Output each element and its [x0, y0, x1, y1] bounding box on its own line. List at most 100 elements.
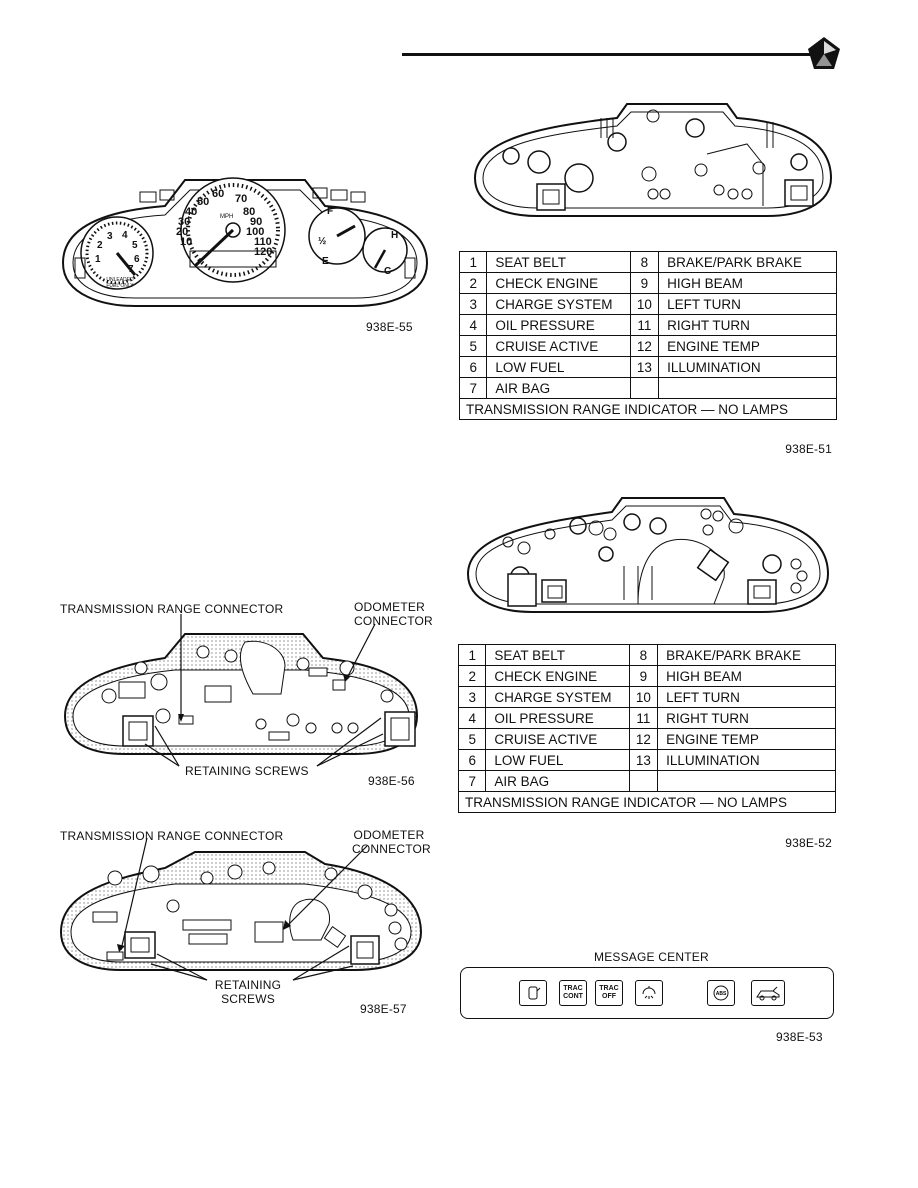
retaining-screws-label-56: RETAINING SCREWS: [185, 764, 309, 778]
speedo-tick-100: 100: [246, 226, 265, 238]
speedo-tick-90: 90: [250, 216, 263, 228]
lamp-number: 11: [629, 314, 660, 336]
lamp-number: 4: [458, 314, 488, 336]
message-center-panel: TRAC CONT TRAC OFF ABS: [460, 967, 834, 1019]
header-rule: [402, 53, 810, 56]
speedo-tick-10: 10: [180, 236, 193, 248]
lamp-number: 7: [457, 770, 487, 792]
trac-cont-icon: TRAC CONT: [559, 980, 587, 1006]
speedo-tick-50: 50: [197, 196, 210, 208]
lamp-number: 4: [457, 707, 487, 729]
lamp-number: 8: [629, 251, 660, 273]
transmission-connector-label-57: TRANSMISSION RANGE CONNECTOR: [60, 829, 284, 843]
lamp-name: RIGHT TURN: [658, 314, 837, 336]
fuel-tick-half: ½: [318, 236, 327, 247]
lamp-number: 5: [457, 728, 487, 750]
speedo-tick-110: 110: [254, 236, 272, 248]
lamp-number: 7: [458, 377, 488, 399]
lamp-number: 13: [628, 749, 659, 771]
figure-label-938e-57: 938E-57: [360, 1002, 407, 1016]
odometer-label-line2: CONNECTOR: [352, 842, 431, 856]
figure-label-938e-51: 938E-51: [785, 442, 832, 456]
temp-tick-hot: H: [391, 230, 399, 241]
lamp-name: RIGHT TURN: [657, 707, 836, 729]
tach-tick-2: 2: [97, 240, 103, 251]
lamp-number: 12: [629, 335, 660, 357]
lamp-number: 6: [458, 356, 488, 378]
liftgate-ajar-icon: [751, 980, 785, 1006]
lamp-number: 5: [458, 335, 488, 357]
speedo-tick-80: 80: [243, 206, 256, 218]
lamp-name: [658, 377, 837, 399]
lamp-name: SEAT BELT: [486, 251, 631, 273]
odometer-label-line1: ODOMETER: [354, 600, 425, 614]
lamp-number: 13: [629, 356, 660, 378]
lamp-number: 8: [628, 644, 659, 666]
speedo-tick-120: 120: [254, 246, 273, 258]
lamp-name: HIGH BEAM: [657, 665, 836, 687]
retaining-screws-label-57: RETAINING SCREWS: [213, 978, 283, 1006]
lamp-name: LOW FUEL: [486, 356, 631, 378]
figure-label-938e-53: 938E-53: [776, 1030, 823, 1044]
lamp-name: CRUISE ACTIVE: [486, 335, 631, 357]
lamp-name: [657, 770, 836, 792]
lamp-name: CRUISE ACTIVE: [485, 728, 630, 750]
lamp-name: ILLUMINATION: [658, 356, 837, 378]
tach-tick-1: 1: [95, 254, 101, 265]
fuel-note: UNLEADED FUEL ONLY: [106, 277, 134, 289]
lamp-number: 11: [628, 707, 659, 729]
lamp-name: HIGH BEAM: [658, 272, 837, 294]
odometer-label-line1: ODOMETER: [353, 828, 425, 842]
retaining-label-line2: SCREWS: [221, 992, 275, 1006]
fuel-tick-full: F: [327, 206, 334, 217]
lamp-number: 10: [629, 293, 660, 315]
lamp-footer-row: TRANSMISSION RANGE INDICATOR — NO LAMPS: [459, 398, 837, 420]
lamp-footer-row: TRANSMISSION RANGE INDICATOR — NO LAMPS: [458, 791, 836, 813]
lamp-name: SEAT BELT: [485, 644, 630, 666]
transmission-range-note: TRANSMISSION RANGE INDICATOR — NO LAMPS: [459, 398, 837, 420]
tach-tick-7: 7: [128, 264, 134, 275]
svg-text:ABS: ABS: [716, 991, 727, 997]
circuit-board-figure-56: [63, 614, 419, 767]
retaining-label-line1: RETAINING: [214, 978, 282, 992]
lamp-name: AIR BAG: [486, 377, 631, 399]
lamp-number: [628, 770, 659, 792]
tach-tick-5: 5: [132, 240, 138, 251]
instrument-cluster-front-figure: [61, 177, 429, 307]
speedo-unit: MPH: [220, 214, 234, 220]
lamp-number: 1: [457, 644, 487, 666]
fuel-tick-empty: E: [322, 256, 329, 267]
tach-tick-3: 3: [107, 231, 113, 242]
lamp-number: 9: [628, 665, 659, 687]
circuit-board-figure-57: [59, 837, 423, 981]
transmission-range-note: TRANSMISSION RANGE INDICATOR — NO LAMPS: [458, 791, 836, 813]
lamp-name: ENGINE TEMP: [658, 335, 837, 357]
lamp-name: OIL PRESSURE: [485, 707, 630, 729]
trac-off-icon: TRAC OFF: [595, 980, 623, 1006]
cluster-rear-figure-51: [473, 103, 833, 217]
cluster-rear-figure-52: [466, 497, 830, 613]
lamp-name: CHARGE SYSTEM: [486, 293, 631, 315]
speedo-tick-20: 20: [176, 226, 189, 238]
transmission-connector-label-56: TRANSMISSION RANGE CONNECTOR: [60, 602, 284, 616]
figure-label-938e-55: 938E-55: [366, 320, 413, 334]
lamp-number: 3: [458, 293, 488, 315]
tach-tick-4: 4: [122, 230, 128, 241]
lamp-name: ENGINE TEMP: [657, 728, 836, 750]
lamp-name: ILLUMINATION: [657, 749, 836, 771]
odometer-label-line2: CONNECTOR: [354, 614, 433, 628]
temp-tick-cold: C: [384, 266, 392, 277]
lamp-name: LOW FUEL: [485, 749, 630, 771]
figure-label-938e-52: 938E-52: [785, 836, 832, 850]
lamp-name: LEFT TURN: [658, 293, 837, 315]
